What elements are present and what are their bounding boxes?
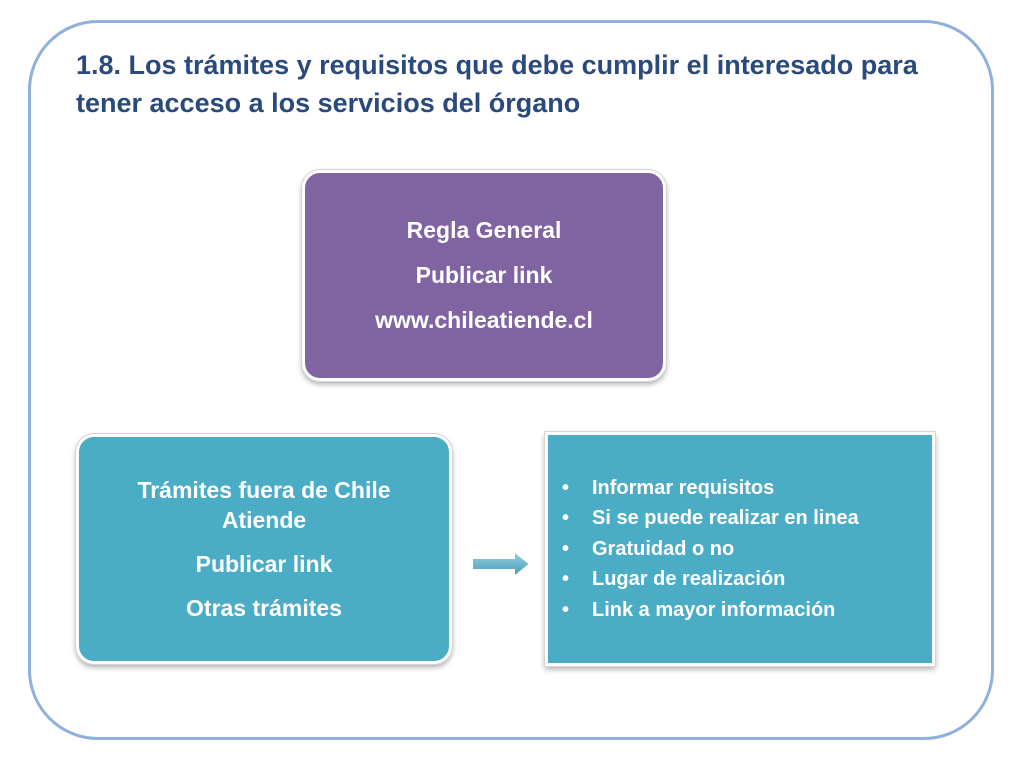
list-item: • Link a mayor información [562, 595, 859, 626]
other-procedures-label: Otras trámites [186, 595, 342, 621]
bullet-icon: • [562, 537, 570, 560]
general-rule-heading: Regla General [406, 217, 562, 243]
bullet-icon: • [562, 507, 570, 530]
right-arrow-icon [471, 548, 532, 580]
general-rule-url: www.chileatiende.cl [375, 307, 593, 333]
list-item-text: Si se puede realizar en linea [592, 507, 859, 530]
list-item: • Lugar de realización [562, 564, 859, 595]
bullet-icon: • [562, 476, 570, 499]
list-item-text: Gratuidad o no [592, 537, 735, 560]
other-procedures-heading: Trámites fuera de Chile Atiende [137, 477, 391, 533]
list-item-text: Informar requisitos [592, 476, 775, 499]
general-rule-action: Publicar link [415, 262, 553, 288]
other-procedures-action: Publicar link [195, 551, 333, 577]
requirements-box: • Informar requisitos • Si se puede realiz… [544, 431, 936, 667]
bullet-icon: • [562, 598, 570, 621]
list-item-text: Link a mayor información [592, 598, 836, 621]
general-rule-box: Regla General Publicar link www.chileati… [301, 169, 667, 382]
bullet-icon: • [562, 568, 570, 591]
list-item: • Gratuidad o no [562, 534, 859, 565]
slide-title: 1.8. Los trámites y requisitos que debe … [76, 50, 918, 118]
list-item: • Si se puede realizar en linea [562, 503, 859, 534]
other-procedures-box: Trámites fuera de Chile Atiende Publicar… [75, 433, 453, 665]
list-item-text: Lugar de realización [592, 568, 786, 591]
requirements-list: • Informar requisitos • Si se puede realiz… [562, 473, 859, 626]
list-item: • Informar requisitos [562, 473, 859, 504]
